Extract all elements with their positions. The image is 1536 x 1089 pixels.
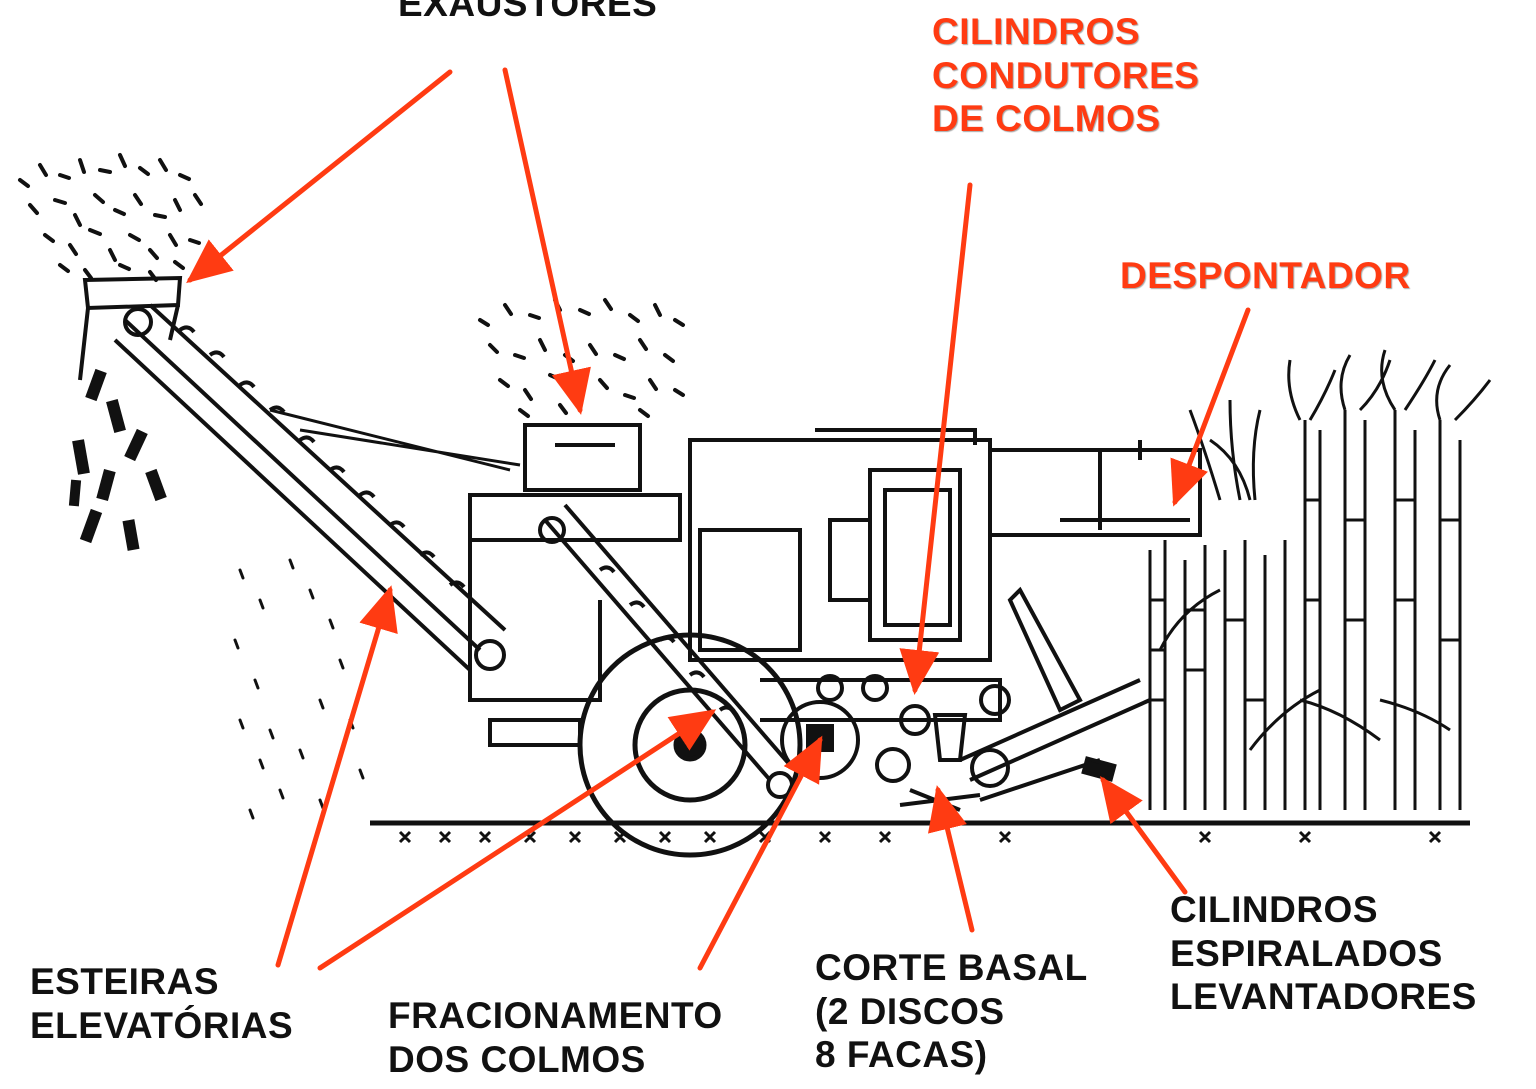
- label-cilindros-espiralados: CILINDROS ESPIRALADOS LEVANTADORES: [1170, 889, 1477, 1018]
- label-esteiras-elevatorias: ESTEIRAS ELEVATÓRIAS: [30, 961, 294, 1046]
- center-exhaust-debris: [478, 298, 685, 418]
- arrow-corte-basal: [928, 785, 975, 933]
- sugarcane-plants: [1148, 349, 1492, 810]
- center-exhaust-hood: [468, 423, 682, 542]
- label-exaustores: EXAUSTORES: [398, 0, 658, 24]
- chopper-and-rollers: [780, 674, 1011, 788]
- arrow-cilindros-condutores: [899, 182, 973, 695]
- label-fracionamento: FRACIONAMENTO DOS COLMOS: [388, 995, 723, 1080]
- arrow-fracionamento: [697, 735, 823, 971]
- label-corte-basal: CORTE BASAL (2 DISCOS 8 FACAS): [815, 947, 1088, 1076]
- arrow-exaustores-left: [186, 69, 453, 284]
- left-elevator-conveyor: [113, 303, 521, 672]
- arrow-exaustores-center: [502, 67, 591, 415]
- label-cilindros-condutores: CILINDROS CONDUTORES DE COLMOS: [932, 11, 1200, 140]
- arrow-esteiras-right: [317, 709, 717, 971]
- arrow-despontador: [1170, 307, 1251, 507]
- left-exhaust-hood: [78, 275, 183, 381]
- left-ground-debris: [233, 558, 365, 820]
- spiral-lifters: [959, 586, 1151, 802]
- arrow-esteiras-left: [275, 585, 398, 968]
- falling-billets-left: [68, 368, 167, 551]
- callout-arrows: [186, 67, 1251, 971]
- harvester-body: [468, 428, 1202, 747]
- ground: [370, 820, 1470, 844]
- left-exhaust-debris: [18, 153, 203, 282]
- arrow-cilindros-espiralados: [1100, 775, 1188, 895]
- label-despontador: DESPONTADOR: [1120, 255, 1411, 296]
